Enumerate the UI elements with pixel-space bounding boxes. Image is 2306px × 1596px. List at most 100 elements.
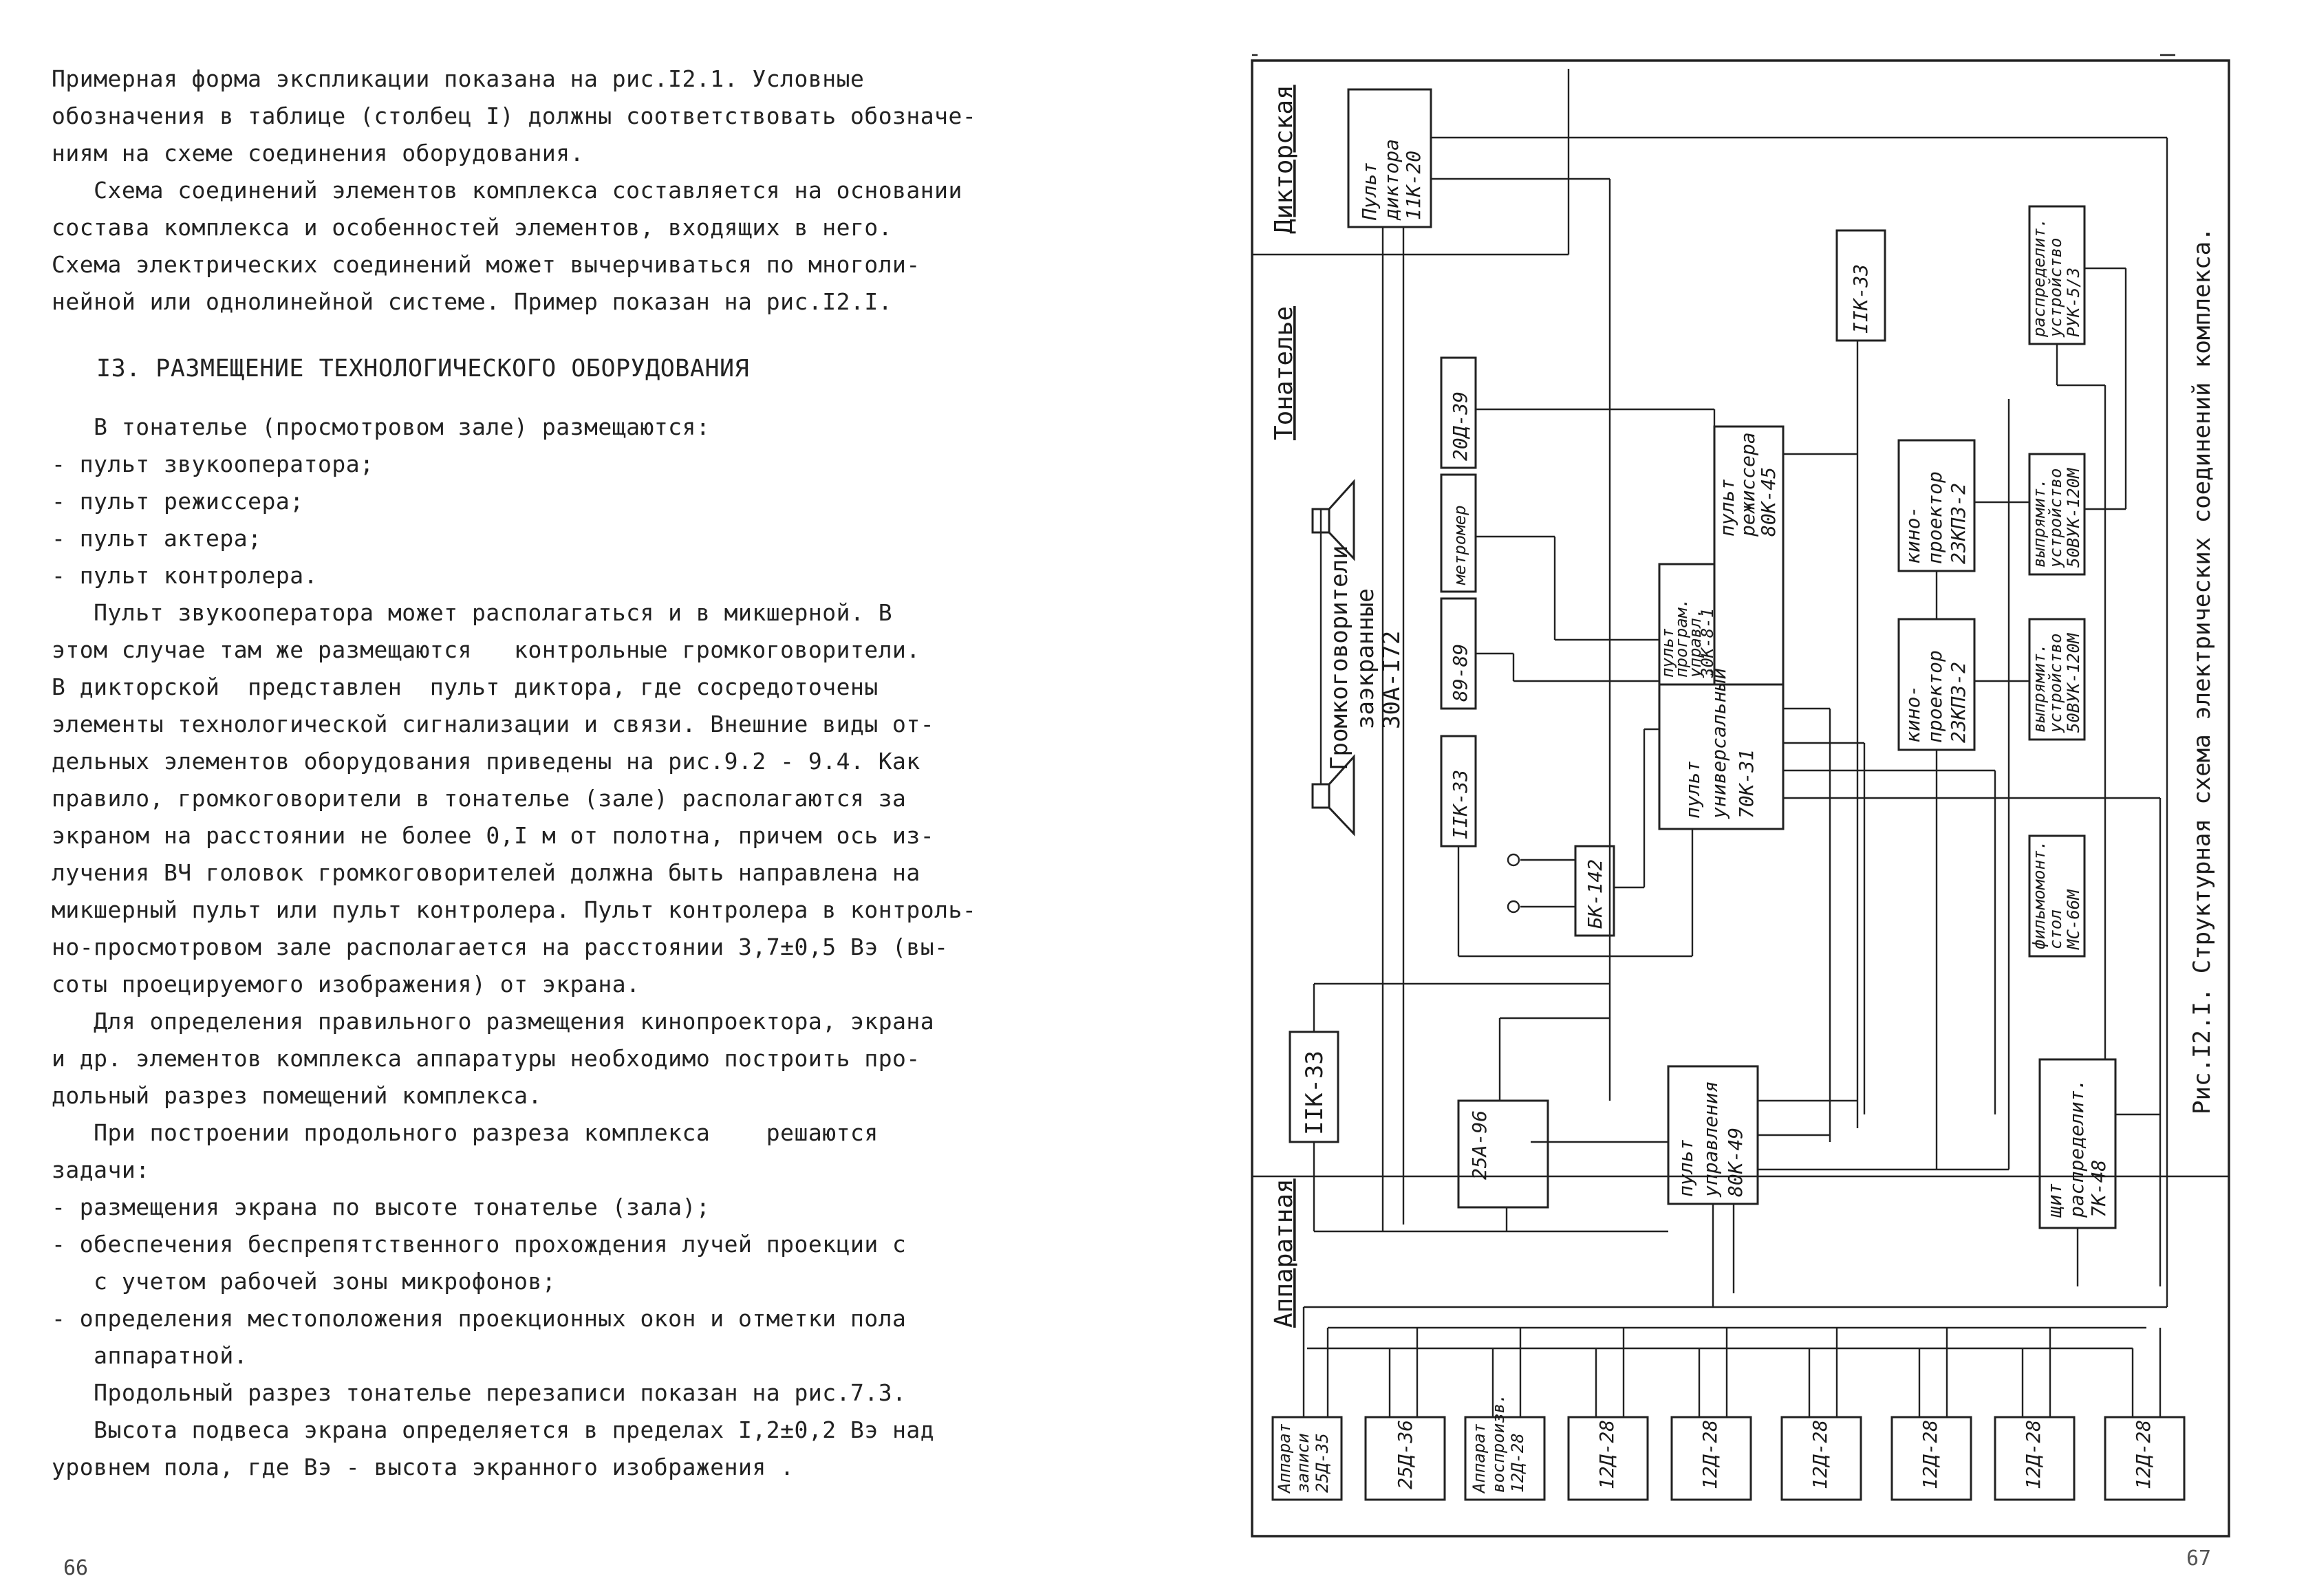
block-universal-console: пульт универсальный 70К-31 xyxy=(1658,668,1785,830)
block-distribution-board: щит распределит. 7К-48 xyxy=(2038,1058,2117,1229)
svg-text:70К-31: 70К-31 xyxy=(1735,749,1758,819)
svg-text:IIК-33: IIК-33 xyxy=(1849,264,1872,334)
svg-text:25А-96: 25А-96 xyxy=(1468,1110,1491,1180)
unit-25d36: 25Д-36 xyxy=(1364,1416,1446,1501)
block-iik33-left: IIК-33 xyxy=(1440,735,1477,848)
svg-text:управл.: управл. xyxy=(1685,608,1705,678)
block-distributor-top: распределит. устройство РУК-5/3 xyxy=(2028,205,2086,345)
svg-text:50ВУК-120М: 50ВУК-120М xyxy=(2064,632,2083,733)
svg-text:пульт: пульт xyxy=(1658,628,1677,678)
block-iik33-top: IIК-33 xyxy=(1835,229,1886,342)
svg-text:проектор: проектор xyxy=(1924,650,1946,743)
svg-text:12Д-28: 12Д-28 xyxy=(1919,1420,1941,1489)
svg-text:12Д-28: 12Д-28 xyxy=(1595,1420,1618,1489)
unit-12d28-5: 12Д-28 xyxy=(1994,1416,2076,1501)
svg-text:воспроизв.: воспроизв. xyxy=(1489,1394,1508,1493)
svg-text:IIК-33: IIК-33 xyxy=(1301,1050,1328,1135)
room-label-tonatelie: Тонателье xyxy=(1270,306,1298,440)
block-speakers: Громкоговорители заэкранные 30А-I72 xyxy=(1311,479,1405,837)
svg-text:диктора: диктора xyxy=(1380,139,1403,221)
svg-text:89-89: 89-89 xyxy=(1449,644,1472,702)
svg-text:Аппарат: Аппарат xyxy=(1275,1423,1294,1494)
unit-12d28-4: 12Д-28 xyxy=(1890,1416,1972,1501)
block-projector-2: кино- проектор 23КПЗ-2 xyxy=(1897,618,1976,751)
block-projector-1: кино- проектор 23КПЗ-2 xyxy=(1897,439,1976,572)
svg-text:50ВУК-120М: 50ВУК-120М xyxy=(2064,467,2083,568)
svg-text:80К-49: 80К-49 xyxy=(1724,1128,1747,1197)
block-bk142: БК-142 xyxy=(1507,845,1615,937)
wiring-diagram: .bx { fill:none; stroke:#222; stroke-wid… xyxy=(1251,54,2230,1571)
svg-text:12Д-28: 12Д-28 xyxy=(2132,1420,2155,1489)
page-number-left: 66 xyxy=(63,1556,89,1580)
svg-text:фильмомонт.: фильмомонт. xyxy=(2029,840,2049,949)
svg-text:12Д-28: 12Д-28 xyxy=(1809,1420,1831,1489)
unit-recorder: Аппарат записи 25Д-35 xyxy=(1271,1416,1343,1501)
block-dictor-console: Пульт диктора 11К-20 xyxy=(1347,88,1432,228)
svg-text:23КПЗ-2: 23КПЗ-2 xyxy=(1947,662,1970,743)
svg-text:25Д-36: 25Д-36 xyxy=(1394,1420,1416,1489)
unit-12d28-1: 12Д-28 xyxy=(1567,1416,1649,1501)
unit-12d28-2: 12Д-28 xyxy=(1670,1416,1752,1501)
block-rectifier-1: выпрямит. устройство 50ВУК-120М xyxy=(2028,453,2086,576)
svg-text:25Д-35: 25Д-35 xyxy=(1313,1433,1332,1493)
svg-text:щит: щит xyxy=(2043,1183,2066,1218)
section-body: В тонательe (просмотровом зале) размещаю… xyxy=(52,413,977,1480)
svg-text:12Д-28: 12Д-28 xyxy=(1699,1420,1721,1489)
section-heading: I3. РАЗМЕЩЕНИЕ ТЕХНОЛОГИЧЕСКОГО ОБОРУДОВ… xyxy=(96,355,750,382)
unit-12d28-6: 12Д-28 xyxy=(2104,1416,2186,1501)
svg-text:пульт: пульт xyxy=(1716,479,1738,537)
svg-text:МС-66М: МС-66М xyxy=(2064,889,2083,950)
svg-text:БК-142: БК-142 xyxy=(1584,859,1606,929)
svg-text:режиссера: режиссера xyxy=(1736,432,1759,537)
svg-text:стол: стол xyxy=(2046,909,2065,949)
svg-text:80К-45: 80К-45 xyxy=(1757,467,1780,537)
wires xyxy=(1302,136,2168,1417)
svg-text:12Д-28: 12Д-28 xyxy=(2022,1420,2045,1489)
block-25a96: 25А-96 xyxy=(1457,1099,1549,1209)
svg-text:20Д-39: 20Д-39 xyxy=(1449,391,1472,461)
svg-text:распределит.: распределит. xyxy=(2065,1079,2088,1218)
svg-text:РУК-5/3: РУК-5/3 xyxy=(2064,268,2083,337)
block-director-console: пульт режиссера 80К-45 xyxy=(1713,425,1785,686)
left-page: Примерная форма экспликации показана на … xyxy=(0,0,1128,1593)
block-20d39: 20Д-39 xyxy=(1440,356,1477,469)
svg-text:23КПЗ-2: 23КПЗ-2 xyxy=(1947,483,1970,564)
block-8989: 89-89 xyxy=(1440,597,1477,710)
svg-text:пульт: пульт xyxy=(1674,1139,1697,1197)
svg-text:кино-: кино- xyxy=(1901,506,1924,564)
svg-text:управления: управления xyxy=(1699,1081,1722,1198)
bottom-row: Аппарат записи 25Д-35 25Д-36 Аппарат вос… xyxy=(1271,1394,2186,1501)
svg-text:пульт: пульт xyxy=(1681,761,1704,819)
block-prog-console: пульт програм. управл. 30К-8-1 xyxy=(1658,563,1717,686)
block-control-console: пульт управления 80К-49 xyxy=(1667,1065,1759,1205)
svg-text:Громкоговорители: Громкоговорители xyxy=(1326,545,1353,770)
svg-text:устройство: устройство xyxy=(2046,634,2065,734)
paragraph-explication: Примерная форма экспликации показана на … xyxy=(52,65,977,166)
svg-text:IIК-33: IIК-33 xyxy=(1449,770,1472,839)
right-page: .bx { fill:none; stroke:#222; stroke-wid… xyxy=(1170,0,2306,1593)
block-metromer: метромер xyxy=(1440,473,1477,593)
paragraph-scheme: Схема соединений элементов комплекса сос… xyxy=(52,177,962,315)
svg-text:12Д-28: 12Д-28 xyxy=(1508,1433,1527,1493)
figure-caption: Рис.I2.I. Структурная схема электрически… xyxy=(2188,227,2216,1114)
svg-text:проектор: проектор xyxy=(1924,471,1946,564)
block-iik33-apparatnaya: IIК-33 xyxy=(1289,1031,1339,1143)
svg-text:устройство: устройство xyxy=(2046,238,2065,338)
svg-text:7К-48: 7К-48 xyxy=(2087,1160,2110,1218)
svg-text:програм.: програм. xyxy=(1672,598,1691,678)
diagram-frame xyxy=(1251,59,2230,1538)
unit-player: Аппарат воспроизв. 12Д-28 xyxy=(1464,1394,1546,1501)
svg-text:заэкранные: заэкранные xyxy=(1352,588,1379,729)
svg-text:записи: записи xyxy=(1293,1433,1313,1493)
room-label-apparatnaya: Аппаратная xyxy=(1270,1178,1298,1328)
svg-text:метромер: метромер xyxy=(1450,505,1469,585)
svg-text:кино-: кино- xyxy=(1901,685,1924,743)
svg-text:универсальный: универсальный xyxy=(1707,668,1730,819)
block-film-table: фильмомонт. стол МС-66М xyxy=(2028,834,2086,958)
svg-text:Аппарат: Аппарат xyxy=(1469,1423,1489,1494)
svg-text:11К-20: 11К-20 xyxy=(1402,151,1425,220)
page-number-right: 67 xyxy=(2186,1546,2211,1571)
svg-text:выпрямит.: выпрямит. xyxy=(2029,643,2049,733)
svg-text:Пульт: Пульт xyxy=(1358,162,1381,221)
room-label-dictor: Дикторская xyxy=(1270,85,1298,234)
